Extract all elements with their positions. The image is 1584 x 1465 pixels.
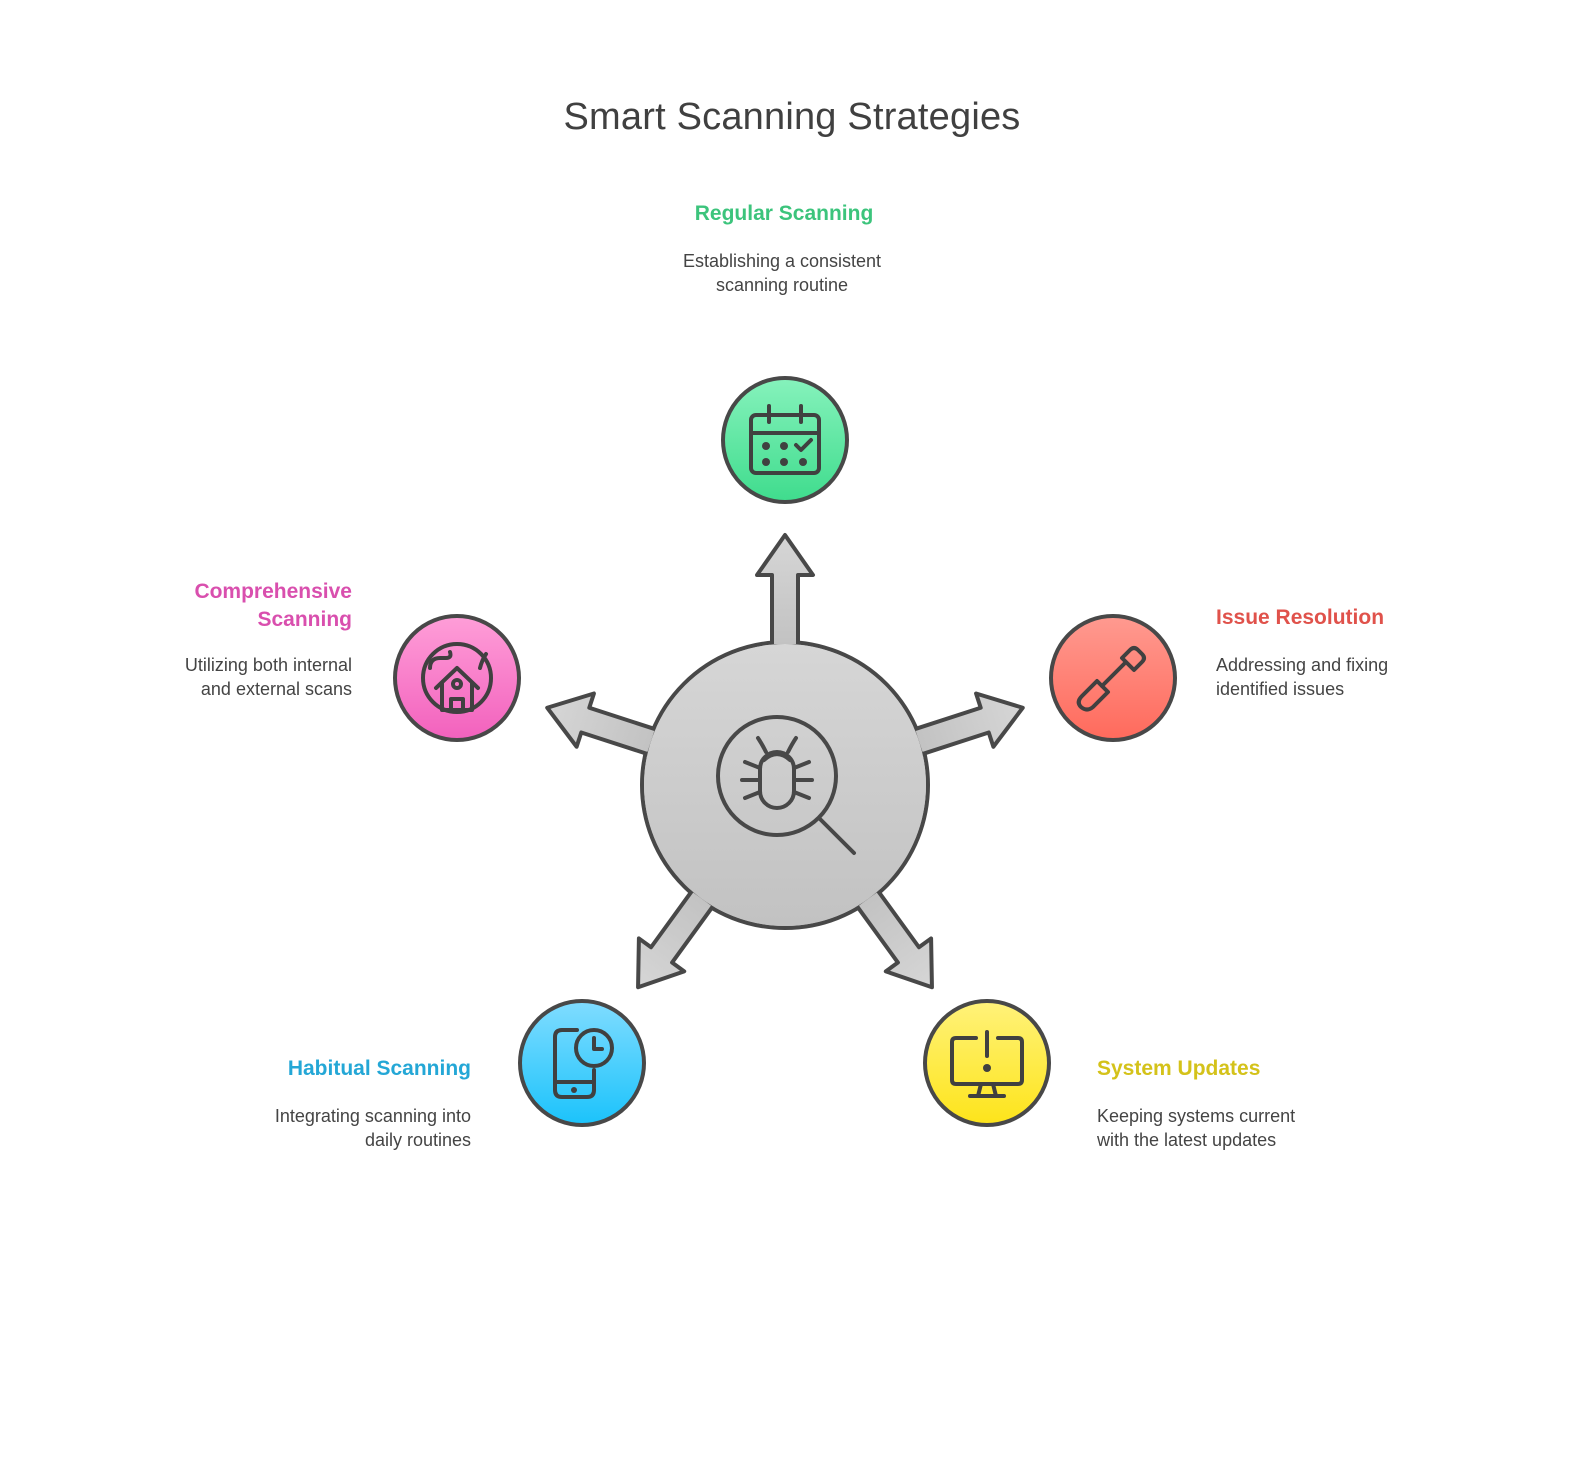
house-globe-icon xyxy=(421,642,493,714)
central-hub xyxy=(545,533,1025,990)
screwdriver-icon xyxy=(1076,646,1146,712)
calendar-check-icon xyxy=(749,404,821,475)
bug-search-icon xyxy=(716,715,856,855)
desc-comprehensive-scanning: Utilizing both internal and external sca… xyxy=(184,655,352,699)
arrow-lower-right xyxy=(854,887,934,990)
desc-regular-scanning: Establishing a consistent scanning routi… xyxy=(682,251,882,295)
arrow-up xyxy=(755,533,815,648)
label-issue-resolution: Issue Resolution xyxy=(1216,606,1385,629)
label-comprehensive-scanning: Comprehensive Scanning xyxy=(194,580,352,631)
node-habitual-scanning xyxy=(518,999,646,1127)
node-regular-scanning xyxy=(721,376,849,504)
arrow-upper-right xyxy=(911,691,1025,757)
node-system-updates xyxy=(923,999,1051,1127)
diagram-title: Smart Scanning Strategies xyxy=(563,96,1021,138)
node-comprehensive-scanning xyxy=(393,614,521,742)
desc-system-updates: Keeping systems current with the latest … xyxy=(1097,1106,1296,1150)
label-habitual-scanning: Habitual Scanning xyxy=(287,1057,471,1080)
desc-habitual-scanning: Integrating scanning into daily routines xyxy=(274,1106,471,1150)
arrow-lower-left xyxy=(636,887,716,990)
monitor-alert-icon xyxy=(950,1030,1024,1098)
arrow-upper-left xyxy=(545,691,659,757)
label-regular-scanning: Regular Scanning xyxy=(694,202,874,225)
label-system-updates: System Updates xyxy=(1097,1057,1261,1080)
phone-clock-icon xyxy=(553,1028,614,1099)
desc-issue-resolution: Addressing and fixing identified issues xyxy=(1216,655,1389,699)
node-issue-resolution xyxy=(1049,614,1177,742)
